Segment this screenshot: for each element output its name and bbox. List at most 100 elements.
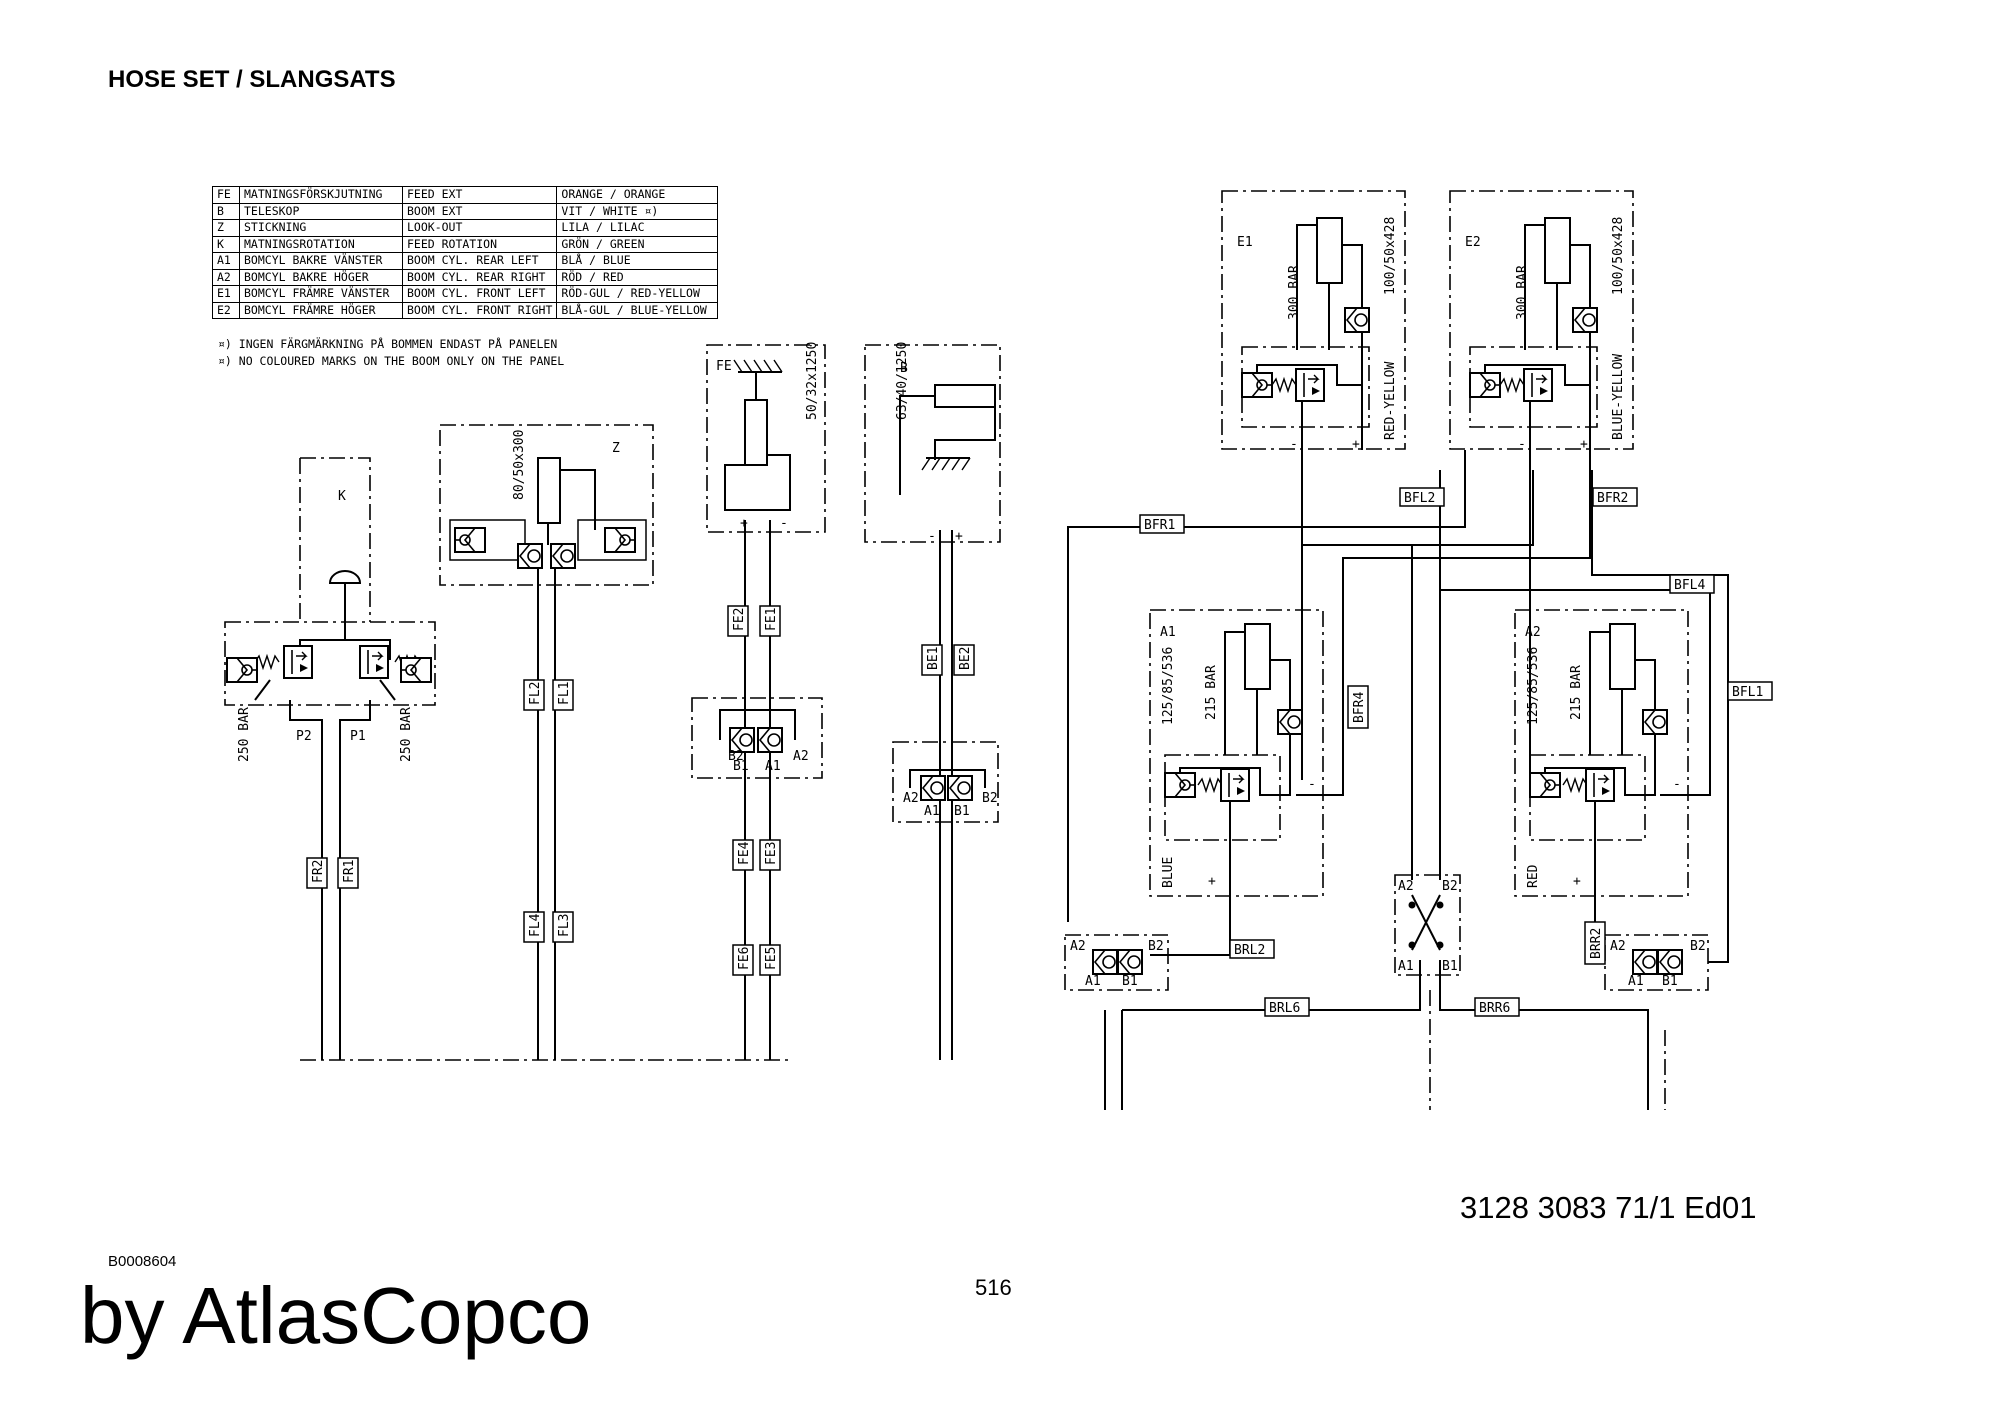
hose-tag xyxy=(953,644,975,676)
b-port-plus: + xyxy=(955,529,963,544)
bottom-right-port-a1: A1 xyxy=(1628,974,1644,989)
legend-cell: VIT / WHITE ¤) xyxy=(556,202,719,220)
a2-port-plus: + xyxy=(1573,874,1581,889)
b-valve-boundary xyxy=(892,741,999,823)
b-port-minus: - xyxy=(928,529,936,544)
k-boundary xyxy=(299,457,371,622)
central-port-b2: B2 xyxy=(1442,879,1458,894)
hose-be1: BE1 xyxy=(926,647,941,670)
e1-boundary xyxy=(1221,190,1406,450)
junction-dot xyxy=(1408,901,1416,909)
e2-valve-boundary xyxy=(1469,346,1598,428)
a1-relief-valve xyxy=(1220,768,1250,802)
fe-cylinder-size: 50/32x1250 xyxy=(805,342,820,420)
hose-fe5: FE5 xyxy=(764,947,779,970)
hose-tag-bfl4: BFL4 xyxy=(1674,578,1705,593)
bottom-left-port-a2: A2 xyxy=(1070,939,1086,954)
b-tank-symbol xyxy=(921,457,971,471)
a1-bottom-valve-boundary xyxy=(1064,934,1169,991)
e1-port-plus: + xyxy=(1352,437,1360,452)
hose-tag xyxy=(732,839,754,871)
k-pressure-right: 250 BAR xyxy=(399,707,414,762)
hose-fe6: FE6 xyxy=(737,947,752,970)
legend-cell: E2 xyxy=(212,301,240,319)
document-number: 3128 3083 71/1 Ed01 xyxy=(1460,1190,1757,1225)
z-check-valve-right xyxy=(604,527,636,553)
check-valve-left xyxy=(226,657,258,683)
z-ball-valve-right xyxy=(550,543,576,569)
b-port-b1: B1 xyxy=(954,804,970,819)
a1-port-minus: - xyxy=(1308,777,1316,792)
hose-tag-brr2: BRR2 xyxy=(1589,928,1604,959)
hose-fl1: FL1 xyxy=(557,682,572,705)
hose-fe3: FE3 xyxy=(764,842,779,865)
hose-tag xyxy=(1592,487,1638,507)
central-valve-boundary xyxy=(1394,874,1461,976)
hose-bfr1 xyxy=(1067,450,1466,922)
e2-spring xyxy=(1499,378,1525,392)
e1-cylinder-size: 100/50x428 xyxy=(1383,217,1398,295)
relief-valve-right xyxy=(359,645,389,679)
hose-line xyxy=(1589,631,1623,755)
hose-tag-brl6: BRL6 xyxy=(1269,1001,1300,1016)
legend-notes: ¤) INGEN FÄRGMÄRKNING PÅ BOMMEN ENDAST P… xyxy=(218,336,564,370)
fe-boundary xyxy=(706,344,826,533)
hose-fe4: FE4 xyxy=(737,841,752,865)
b-cylinder xyxy=(934,384,996,408)
e1-check-valve xyxy=(1241,372,1273,398)
hose-tag xyxy=(1347,685,1369,729)
b-boundary xyxy=(864,344,1001,543)
motor-symbol xyxy=(328,570,362,584)
legend-cell: BOOM CYL. REAR RIGHT xyxy=(401,268,558,286)
hose-tag xyxy=(523,679,545,711)
fe-port-minus: - xyxy=(780,516,788,531)
k-valve-boundary xyxy=(224,621,436,706)
e1-colour: RED-YELLOW xyxy=(1383,362,1398,440)
e2-colour: BLUE-YELLOW xyxy=(1611,354,1626,440)
hose-tag-bfr4: BFR4 xyxy=(1352,692,1367,723)
hose-tag xyxy=(1399,487,1445,507)
e2-relief-valve xyxy=(1523,368,1553,402)
a1-boundary xyxy=(1149,609,1324,897)
a2-colour: RED xyxy=(1526,864,1541,888)
hose-tag xyxy=(552,911,574,943)
bottom-left-port-b1: B1 xyxy=(1122,974,1138,989)
a2-bottom-ball-left xyxy=(1632,949,1658,975)
k-pressure-left: 250 BAR xyxy=(237,707,252,762)
legend-cell: BLÅ-GUL / BLUE-YELLOW xyxy=(556,301,719,319)
e2-port-minus: - xyxy=(1518,437,1526,452)
e1-pressure: 300 BAR xyxy=(1287,265,1302,320)
a2-ball-valve xyxy=(1642,709,1668,735)
e2-boundary xyxy=(1449,190,1634,450)
bottom-right-port-b1: B1 xyxy=(1662,974,1678,989)
hose-tag xyxy=(1139,514,1185,534)
relief-valve-left xyxy=(283,645,313,679)
k-port-p2: P2 xyxy=(296,729,312,744)
bottom-left-port-a1: A1 xyxy=(1085,974,1101,989)
hose-brl6 xyxy=(1122,960,1421,1011)
a1-bottom-ball-left xyxy=(1092,949,1118,975)
hose-be2: BE2 xyxy=(958,647,973,670)
hose-fe1: FE1 xyxy=(764,608,779,631)
hose-line xyxy=(1104,1010,1123,1110)
hose-line xyxy=(537,568,556,1060)
a1-pressure: 215 BAR xyxy=(1204,665,1219,720)
bottom-dash-verticals xyxy=(1104,990,1666,1110)
e1-relief-valve xyxy=(1295,368,1325,402)
legend-cell: BOMCYL FRÄMRE HÖGER xyxy=(239,301,403,319)
hose-line xyxy=(1224,631,1258,755)
e1-cylinder xyxy=(1316,217,1343,284)
e2-cylinder xyxy=(1544,217,1571,284)
hose-tag xyxy=(759,605,781,637)
z-label: Z xyxy=(612,441,620,456)
hose-line xyxy=(899,395,996,495)
legend-cell: BOMCYL FRÄMRE VÄNSTER xyxy=(239,285,403,303)
fe-port-plus: + xyxy=(740,516,748,531)
hose-line xyxy=(1179,735,1291,796)
hose-bfl4 xyxy=(1439,470,1711,796)
a2-spring xyxy=(1562,778,1588,792)
bottom-left-port-b2: B2 xyxy=(1148,939,1164,954)
hose-tag xyxy=(337,857,359,889)
